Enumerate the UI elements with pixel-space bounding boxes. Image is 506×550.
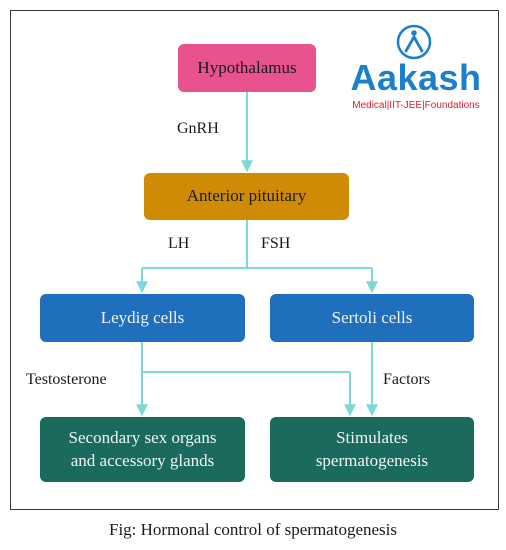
node-anterior-pituitary-label: Anterior pituitary: [186, 186, 307, 206]
diagram-frame: [10, 10, 499, 510]
figure-caption: Fig: Hormonal control of spermatogenesis: [108, 520, 397, 539]
node-anterior-pituitary: Anterior pituitary: [144, 173, 349, 220]
aakash-tagline: Medical|IIT-JEE|Foundations: [352, 100, 480, 111]
node-sertoli-cells: Sertoli cells: [270, 294, 474, 342]
edge-label-testosterone: Testosterone: [26, 371, 107, 388]
edge-label-gnrh: GnRH: [177, 120, 219, 137]
edge-label-lh: LH: [168, 235, 190, 252]
node-hypothalamus-label: Hypothalamus: [197, 57, 297, 77]
node-hypothalamus: Hypothalamus: [178, 44, 316, 92]
aakash-logo: Aakash Medical|IIT-JEE|Foundations: [342, 24, 490, 116]
edge-label-fsh: FSH: [261, 235, 291, 252]
node-secondary-sex-organs: Secondary sex organs and accessory gland…: [40, 417, 245, 482]
node-stimulates-spermatogenesis-line-1: Stimulates: [336, 428, 408, 448]
node-stimulates-spermatogenesis: Stimulates spermatogenesis: [270, 417, 474, 482]
node-stimulates-spermatogenesis-line-2: spermatogenesis: [315, 450, 429, 470]
node-secondary-sex-organs-line-2: and accessory glands: [70, 450, 215, 470]
node-sertoli-cells-label: Sertoli cells: [331, 307, 413, 327]
edge-label-factors: Factors: [383, 371, 431, 388]
node-secondary-sex-organs-line-1: Secondary sex organs: [68, 428, 217, 448]
node-leydig-cells-label: Leydig cells: [100, 307, 185, 327]
node-leydig-cells: Leydig cells: [40, 294, 245, 342]
aakash-wordmark: Aakash: [350, 57, 482, 98]
aakash-emblem-icon: [396, 24, 432, 60]
